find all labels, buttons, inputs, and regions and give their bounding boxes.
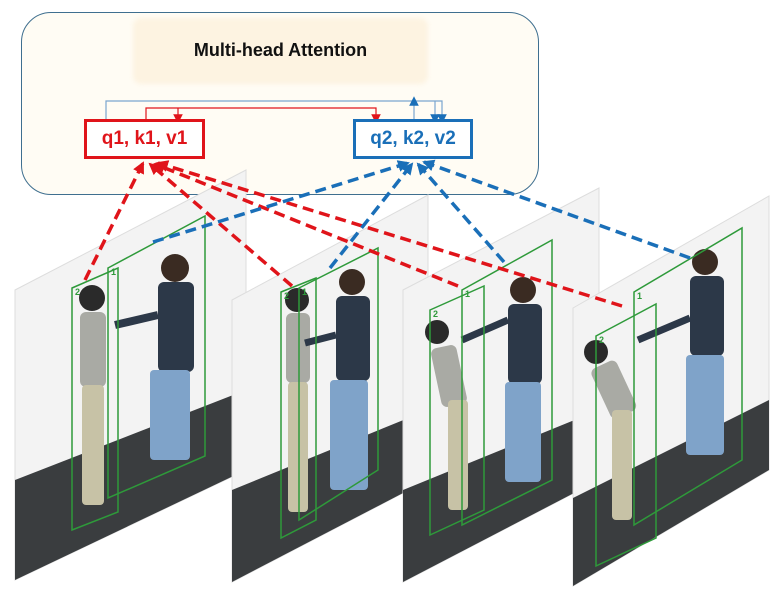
attention-title: Multi-head Attention bbox=[193, 40, 368, 60]
bbox-person-1 bbox=[107, 214, 206, 500]
bbox-person-2 bbox=[71, 266, 119, 532]
video-frame-2 bbox=[231, 194, 429, 583]
bbox-index-label: 1 bbox=[637, 291, 642, 301]
video-frame-4 bbox=[572, 195, 770, 587]
video-frame-1 bbox=[14, 169, 247, 581]
bbox-index-label: 2 bbox=[433, 309, 438, 319]
bbox-index-label: 2 bbox=[599, 335, 604, 345]
bbox-index-label: 2 bbox=[75, 287, 80, 297]
bbox-index-label: 2 bbox=[284, 291, 289, 301]
person-2-figure bbox=[636, 249, 724, 455]
person-1-figure bbox=[285, 288, 310, 512]
person-1-figure bbox=[425, 320, 468, 510]
person-2-figure bbox=[460, 277, 542, 482]
video-frame-3 bbox=[402, 187, 600, 583]
person-1-figure bbox=[584, 340, 637, 520]
bbox-index-label: 1 bbox=[111, 267, 116, 277]
person-2-figure bbox=[114, 254, 194, 460]
person-2-figure bbox=[304, 269, 370, 490]
attention-connectors bbox=[105, 96, 447, 124]
title-highlight bbox=[133, 18, 428, 84]
token-person-2: q2, k2, v2 bbox=[353, 119, 473, 159]
person-1-figure bbox=[79, 285, 106, 505]
bbox-index-label: 1 bbox=[302, 287, 307, 297]
bbox-index-label: 1 bbox=[465, 289, 470, 299]
token-person-1: q1, k1, v1 bbox=[84, 119, 205, 159]
token-arrows bbox=[83, 159, 691, 308]
